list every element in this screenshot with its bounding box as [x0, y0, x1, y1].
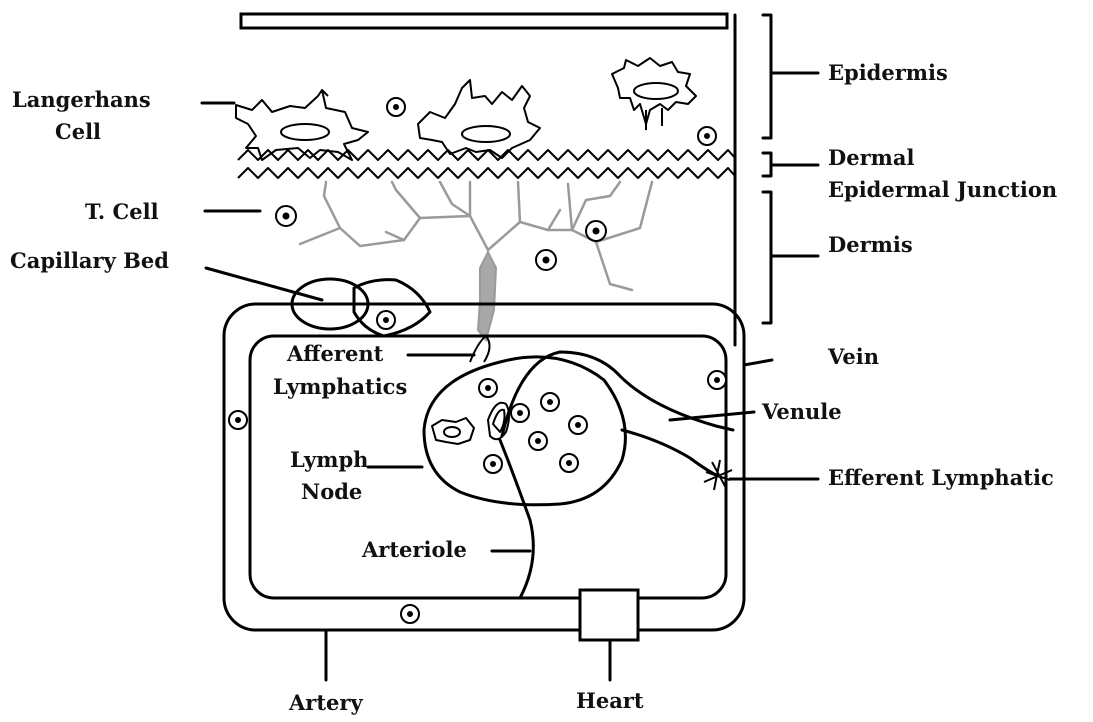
vein-label: Vein [827, 344, 879, 369]
dermis-label: Dermis [828, 232, 913, 257]
t-cell-label: T. Cell [85, 199, 159, 224]
dermal-t-cell [276, 206, 296, 226]
venule-vessel [502, 352, 733, 436]
epidermal-cell [698, 127, 716, 145]
dermal-junction-label-line1: Dermal [828, 145, 914, 170]
lymph-node-label-line2: Node [301, 479, 362, 504]
efferent-lymphatic-vessel [622, 430, 718, 476]
langerhans-cell [418, 80, 540, 158]
afferent-label-line1: Afferent [286, 341, 384, 366]
efferent-junction-icon [704, 460, 732, 490]
capillary-bed-label: Capillary Bed [10, 248, 169, 273]
dermal-t-cell [586, 221, 606, 241]
arteriole-vessel [500, 440, 533, 598]
artery-label: Artery [288, 690, 363, 715]
lymph-node-label-line1: Lymph [290, 447, 368, 472]
epidermis-bracket [763, 15, 818, 138]
dermal-epidermal-junction [238, 150, 735, 178]
venule-label: Venule [761, 399, 842, 424]
dermal-lymphatic-vessels [300, 182, 652, 340]
junction-bracket [763, 153, 818, 176]
epidermal-cell [387, 98, 405, 116]
heart-icon [580, 590, 638, 640]
epidermis-label: Epidermis [828, 60, 948, 85]
langerhans-label-line2: Cell [55, 119, 101, 144]
afferent-label-line2: Lymphatics [273, 374, 407, 399]
efferent-lymphatic-label: Efferent Lymphatic [828, 465, 1054, 490]
dermis-bracket [763, 192, 818, 323]
capillary-bed [292, 279, 430, 336]
dermal-junction-label-line2: Epidermal Junction [828, 177, 1057, 202]
langerhans-label-line1: Langerhans [12, 87, 151, 112]
langerhans-cell [612, 58, 696, 130]
arteriole-label: Arteriole [361, 537, 467, 562]
heart-label: Heart [576, 688, 644, 713]
dermal-t-cell [536, 250, 556, 270]
